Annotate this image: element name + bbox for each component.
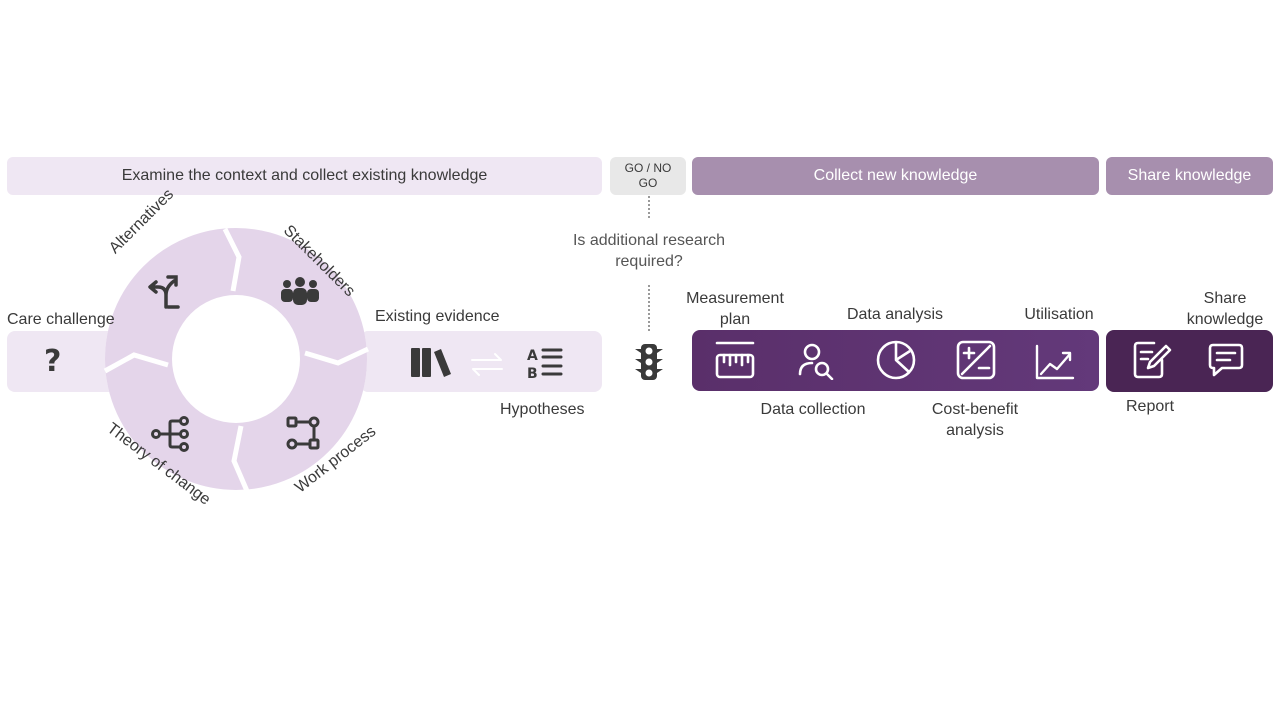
ab-list-icon: A B xyxy=(527,348,563,380)
cost-benefit-label: Cost-benefit analysis xyxy=(931,401,1019,439)
chat-message-icon xyxy=(1208,343,1244,377)
ring-hole xyxy=(172,295,300,423)
gonogo-connector-bottom xyxy=(648,285,650,331)
alternatives-icon xyxy=(148,275,180,309)
phase-collect-label: Collect new knowledge xyxy=(813,167,978,184)
phase-examine: Examine the context and collect existing… xyxy=(7,157,602,195)
phase-share: Share knowledge xyxy=(1106,157,1273,195)
line-chart-icon xyxy=(1035,344,1075,380)
ring-separators xyxy=(103,227,370,492)
books-icon xyxy=(411,348,451,377)
utilisation-label: Utilisation xyxy=(1024,306,1094,323)
phase-share-label: Share knowledge xyxy=(1127,167,1252,184)
evidence-bar xyxy=(360,331,602,392)
care-challenge-bar xyxy=(7,331,117,392)
data-collection-label: Data collection xyxy=(760,401,866,418)
user-search-icon xyxy=(798,343,834,380)
gonogo-question: Is additional research required? xyxy=(572,232,726,270)
note-edit-icon xyxy=(1133,341,1172,379)
hypotheses-label: Hypotheses xyxy=(500,401,585,418)
svg-text:A: A xyxy=(527,348,538,364)
phase-collect: Collect new knowledge xyxy=(692,157,1099,195)
theory-of-change-icon xyxy=(151,416,189,452)
pie-chart-icon xyxy=(876,340,916,380)
work-process-icon xyxy=(286,416,320,450)
stakeholders-icon xyxy=(281,277,319,305)
exchange-arrows-icon xyxy=(471,353,503,376)
traffic-light-icon xyxy=(635,344,663,380)
ruler-icon xyxy=(715,341,755,379)
svg-text:B: B xyxy=(527,366,538,380)
existing-evidence-label: Existing evidence xyxy=(375,308,500,325)
question-icon: ? xyxy=(44,344,62,379)
phase-gonogo-label: GO / NO GO xyxy=(624,161,672,190)
report-label: Report xyxy=(1125,398,1175,415)
plus-minus-icon xyxy=(956,340,996,380)
care-challenge-label: Care challenge xyxy=(7,311,115,328)
measurement-plan-label: Measurement plan xyxy=(686,290,784,328)
gonogo-connector-top xyxy=(648,196,650,218)
phase-examine-label: Examine the context and collect existing… xyxy=(121,167,488,184)
share-knowledge-label: Share knowledge xyxy=(1186,290,1264,328)
data-analysis-label: Data analysis xyxy=(846,306,944,323)
phase-gonogo: GO / NO GO xyxy=(610,157,686,195)
